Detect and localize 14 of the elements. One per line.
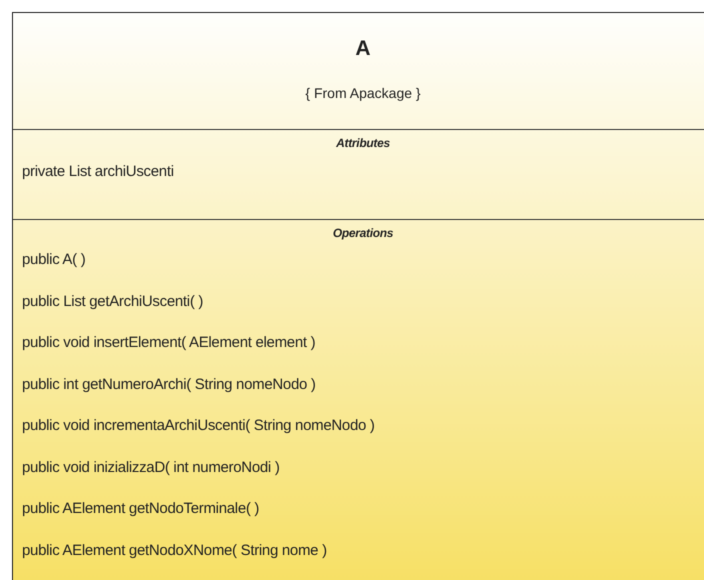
class-box bbox=[12, 12, 704, 580]
operation-text: public AElement getNodoTerminale( ) bbox=[22, 500, 260, 517]
operation-text: public void inizializzaD( int numeroNodi ) bbox=[22, 458, 280, 476]
operation-text: public void incrementaArchiUscenti( String nomeNodo ) bbox=[22, 417, 375, 434]
compartment-heading: Operations bbox=[332, 226, 394, 240]
operation-text: public int getNumeroArchi( String nomeNodo ) bbox=[22, 376, 316, 392]
attribute-text: private List archiUscenti bbox=[22, 163, 174, 180]
operation-text: public AElement getNodoXNome( String nome ) bbox=[22, 542, 327, 558]
operation-text: public A( ) bbox=[22, 251, 86, 268]
class-name: A bbox=[354, 37, 372, 61]
compartment-heading: Attributes bbox=[335, 136, 391, 150]
operation-text: public List getArchiUscenti( ) bbox=[22, 292, 204, 310]
package-stereotype: { From Apackage } bbox=[304, 85, 422, 101]
operation-text: public void insertElement( AElement element ) bbox=[22, 334, 316, 351]
